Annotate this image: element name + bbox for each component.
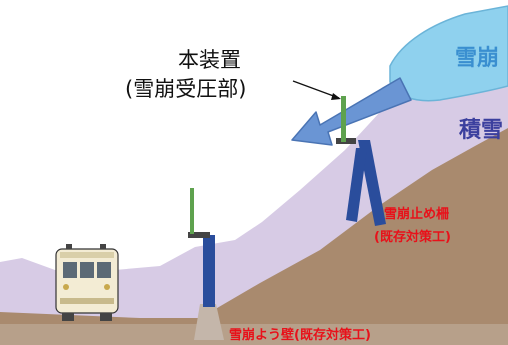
retaining-wall-label: 雪崩よう壁(既存対策工) [229,328,371,343]
fence-strut [346,148,367,222]
fence-label-line1: 雪崩止め柵 [384,207,450,222]
wall-sensor-pole [190,188,194,234]
fence-label-line2: (既存対策工) [374,230,451,245]
wall-bracket [188,232,210,238]
device-leader-arrowhead [331,93,341,100]
retaining-wall-base [194,304,224,340]
device-label-line2: (雪崩受圧部) [125,77,247,101]
avalanche-arrow [291,77,412,146]
train [55,244,119,321]
device-sensor-pole [341,96,346,142]
snowpack-label: 積雪 [459,118,504,143]
ground [0,324,508,345]
device-label-line1: 本装置 [178,48,241,72]
retaining-wall [203,235,215,307]
mountain-slope [0,128,508,345]
device-leader-line [292,80,340,99]
avalanche-label: 雪崩 [455,46,500,71]
